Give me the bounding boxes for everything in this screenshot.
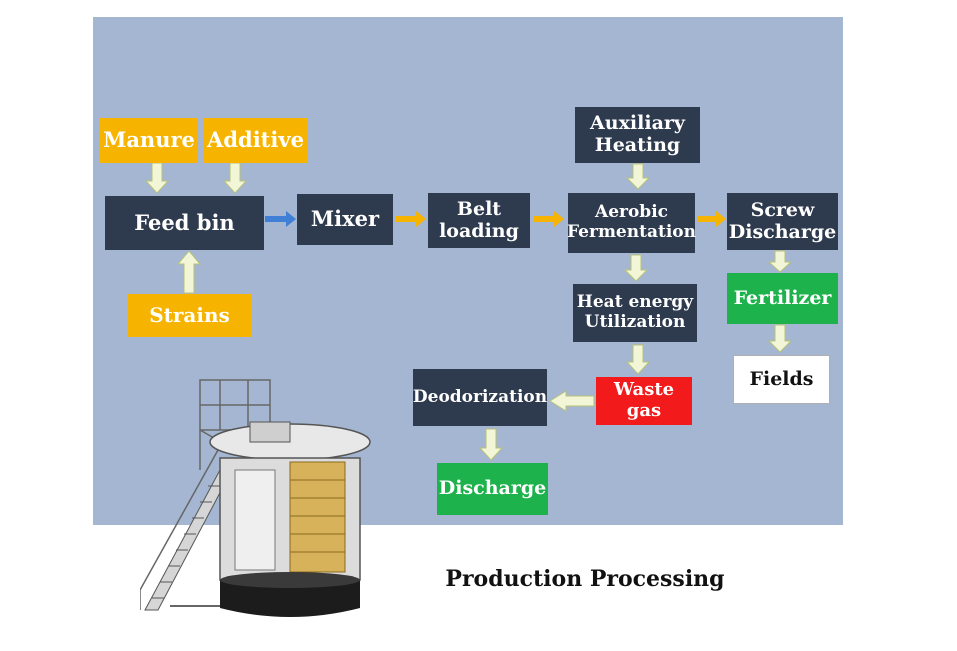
- arrow-aerobic-to-heat: [623, 254, 649, 282]
- node-additive: Additive: [204, 118, 307, 163]
- arrow-feed-bin-to-mixer: [265, 211, 296, 227]
- node-fertilizer: Fertilizer: [727, 273, 838, 324]
- arrow-additive-to-feed-bin: [222, 162, 248, 194]
- arrow-heat-to-waste-gas: [625, 344, 651, 375]
- node-deodorization: Deodorization: [413, 369, 547, 426]
- node-fields: Fields: [733, 355, 830, 404]
- node-waste-gas: Waste gas: [596, 377, 692, 425]
- arrow-screw-to-fertilizer: [767, 250, 793, 273]
- node-belt-loading: Belt loading: [428, 193, 530, 248]
- node-feed-bin: Feed bin: [105, 196, 264, 250]
- arrow-heating-to-aerobic: [625, 163, 651, 190]
- node-manure: Manure: [100, 118, 198, 163]
- arrow-waste-gas-to-deodorization: [549, 390, 595, 412]
- node-auxiliary-heating: Auxiliary Heating: [575, 107, 700, 163]
- arrow-mixer-to-belt: [395, 211, 426, 227]
- node-aerobic-fermentation: Aerobic Fermentation: [567, 193, 696, 253]
- node-strains: Strains: [128, 294, 251, 337]
- arrow-deodorization-to-discharge: [478, 428, 504, 461]
- node-screw-discharge: Screw Discharge: [727, 193, 838, 250]
- arrow-strains-to-feed-bin: [176, 250, 202, 294]
- arrow-belt-to-aerobic: [533, 211, 564, 227]
- node-discharge: Discharge: [437, 463, 548, 515]
- arrow-aerobic-to-screw: [697, 211, 726, 227]
- arrow-fertilizer-to-fields: [767, 324, 793, 353]
- fermenter-illustration: [140, 379, 371, 617]
- arrow-manure-to-feed-bin: [144, 162, 170, 194]
- node-heat-energy: Heat energy Utilization: [573, 284, 697, 342]
- diagram-caption: Production Processing: [445, 566, 725, 592]
- node-mixer: Mixer: [297, 194, 393, 245]
